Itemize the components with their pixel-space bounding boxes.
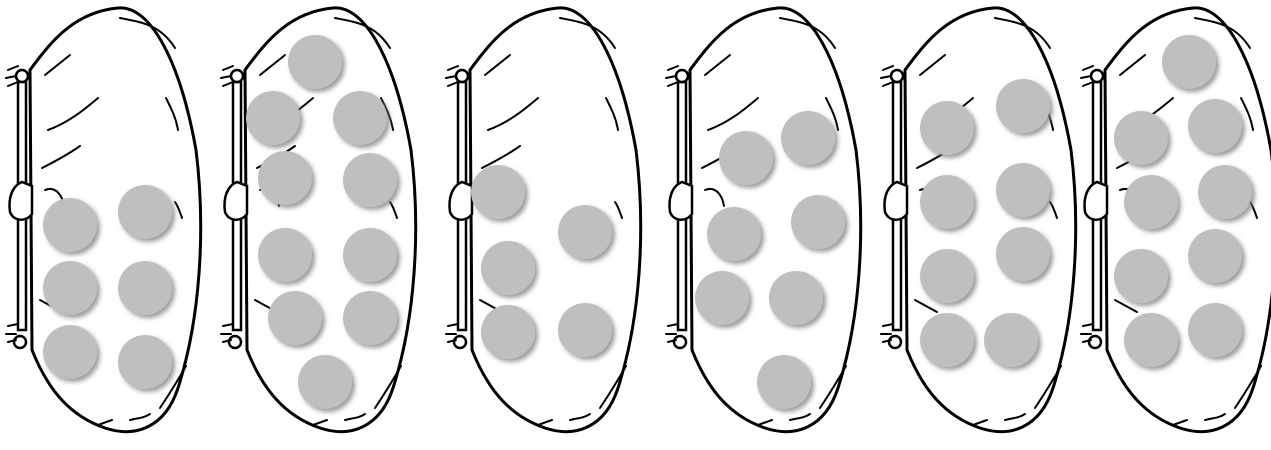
gray-dot (343, 291, 397, 345)
gray-dot (471, 165, 525, 219)
gray-dot (920, 249, 974, 303)
gray-dot (43, 261, 97, 315)
tissue-panel-3 (446, 8, 641, 432)
tissue-panel-6 (1081, 8, 1271, 432)
tissue-panel-4 (666, 8, 861, 432)
gray-dot (707, 207, 761, 261)
gray-dot (1162, 35, 1216, 89)
tissue-panel-1 (6, 8, 201, 432)
gray-dot (1114, 249, 1168, 303)
gray-dot (343, 228, 397, 282)
gray-dot (298, 355, 352, 409)
tissue-panel-2 (221, 8, 416, 432)
gray-dot (43, 325, 97, 379)
gray-dot (481, 241, 535, 295)
gray-dot (920, 175, 974, 229)
gray-dot (791, 195, 845, 249)
gray-dot (984, 313, 1038, 367)
gray-dot (43, 198, 97, 252)
gray-dot (118, 185, 172, 239)
gray-dot (288, 35, 342, 89)
gray-dot (258, 228, 312, 282)
gray-dot (558, 205, 612, 259)
gray-dot (1188, 99, 1242, 153)
tissue-panel-5 (881, 8, 1076, 432)
gray-dot (920, 313, 974, 367)
gray-dot (246, 91, 300, 145)
gray-dot (920, 101, 974, 155)
gray-dot (719, 131, 773, 185)
gray-dot (996, 79, 1050, 133)
gray-dot (118, 261, 172, 315)
gray-dot (781, 111, 835, 165)
gray-dot (1124, 313, 1178, 367)
gray-dot (1188, 229, 1242, 283)
gray-dot (1114, 111, 1168, 165)
gray-dot (268, 291, 322, 345)
gray-dot (258, 151, 312, 205)
gray-dot (1188, 303, 1242, 357)
gray-dot (757, 355, 811, 409)
gray-dot (1198, 165, 1252, 219)
gray-dot (769, 271, 823, 325)
gray-dot (695, 271, 749, 325)
gray-dot (333, 91, 387, 145)
gray-dot (558, 303, 612, 357)
gray-dot (996, 227, 1050, 281)
gray-dot (481, 305, 535, 359)
gray-dot (118, 335, 172, 389)
gray-dot (343, 153, 397, 207)
gray-dot (996, 163, 1050, 217)
gray-dot (1124, 175, 1178, 229)
